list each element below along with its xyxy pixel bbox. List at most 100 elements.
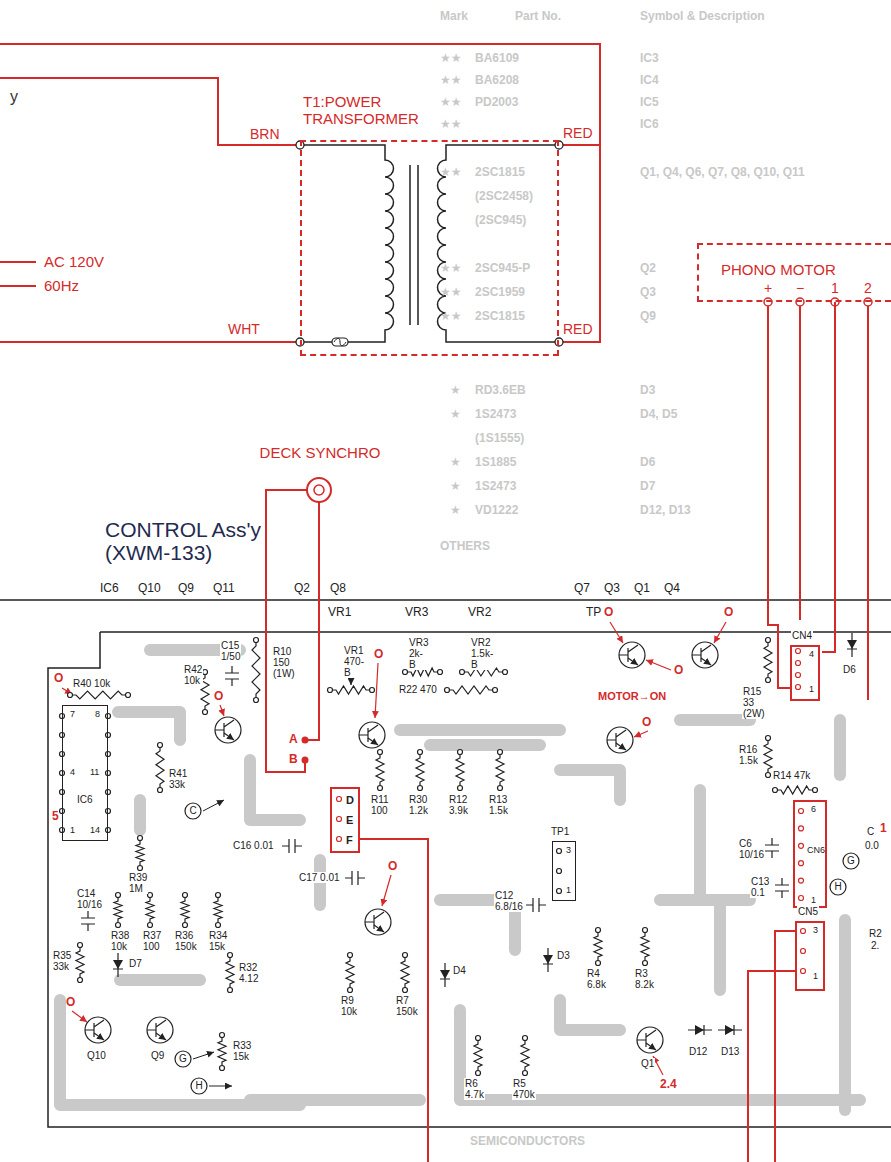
node-text: G xyxy=(174,1050,192,1068)
resistor-symbol xyxy=(156,745,164,790)
solder-pad xyxy=(68,693,73,698)
faded-parts-text: ★ xyxy=(450,408,461,421)
pcb-trace xyxy=(430,739,540,751)
faded-parts-text: ★ xyxy=(450,480,461,493)
motor-box: PHONO MOTOR xyxy=(697,243,891,302)
faded-parts-text: ★ xyxy=(450,384,461,397)
node-text: 1 xyxy=(809,685,814,695)
outline-circle xyxy=(843,853,859,869)
part-label: R22 470 xyxy=(398,684,438,695)
node-text: 1 xyxy=(813,972,818,982)
transistor-symbol xyxy=(607,727,633,753)
faded-parts-text: BA6109 xyxy=(475,52,519,65)
faded-parts-text: 1S1885 xyxy=(475,456,516,469)
part-label: R16 1.5k xyxy=(738,744,759,766)
part-label: BRN xyxy=(250,127,280,142)
node-text: G xyxy=(842,852,860,870)
node-text: T1:POWER TRANSFORMER xyxy=(303,94,419,127)
solder-pad xyxy=(348,988,353,993)
emitter-lead xyxy=(368,738,378,745)
part-label: 60Hz xyxy=(44,278,79,295)
node-text: 4 xyxy=(70,768,75,778)
faded-parts-text: D6 xyxy=(640,456,655,469)
node-text: 4 xyxy=(809,650,814,660)
solder-pad xyxy=(220,1066,225,1071)
solder-pad xyxy=(773,788,778,793)
jack-center xyxy=(314,485,324,495)
part-label: R40 10k xyxy=(72,678,111,689)
resistor-symbol xyxy=(346,955,354,990)
resistor-symbol xyxy=(521,1038,529,1073)
callout-number: A xyxy=(289,733,298,746)
test-circle: H xyxy=(190,1077,210,1097)
solder-pad xyxy=(106,733,111,738)
pcb-trace xyxy=(400,724,560,736)
connector-cn5: CN531 xyxy=(795,906,829,992)
node-text: CN6 xyxy=(807,846,825,856)
leader-line xyxy=(375,663,378,718)
node-frame xyxy=(795,921,825,991)
part-label: VR3 2k-B xyxy=(408,637,429,670)
part-label: 1 xyxy=(831,281,839,296)
solder-pad xyxy=(493,688,498,693)
part-label: C14 10/16 xyxy=(76,888,103,910)
faded-parts-text: ★★ xyxy=(440,118,462,131)
secondary-winding xyxy=(438,145,560,342)
faded-parts-text: ★★ xyxy=(440,96,462,109)
solder-pad xyxy=(78,978,83,983)
solder-pad xyxy=(766,638,771,643)
pcb-trace xyxy=(250,1094,420,1106)
pcb-trace xyxy=(680,714,750,726)
solder-pad xyxy=(643,928,648,933)
solder-pad xyxy=(228,988,233,993)
capacitor-symbol xyxy=(225,666,239,686)
callout-number: O xyxy=(214,690,223,703)
solder-pad xyxy=(254,698,259,703)
part-label: RED xyxy=(563,126,593,141)
part-label: Q1 xyxy=(640,1058,655,1069)
pcb-trace xyxy=(600,1094,860,1106)
part-label: Q2 xyxy=(294,582,310,595)
solder-pad xyxy=(216,893,221,898)
fuse-element xyxy=(334,338,346,346)
part-label: R13 1.5k xyxy=(488,794,509,816)
capacitor-symbol xyxy=(775,878,789,898)
faded-parts-text: (2SC945) xyxy=(475,214,526,227)
pcb-trace xyxy=(250,760,300,820)
red-wire xyxy=(308,502,319,740)
callout-number: 2.4 xyxy=(660,1078,677,1091)
part-label: Q7 xyxy=(574,582,590,595)
part-label: WHT xyxy=(228,322,260,337)
node-frame xyxy=(790,645,820,701)
part-label: R32 4.12 xyxy=(238,962,259,984)
callout-number: O xyxy=(642,716,651,729)
solder-pad xyxy=(799,878,804,883)
resistor-symbol xyxy=(401,955,409,990)
pcb-trace xyxy=(560,1000,620,1030)
node-text: 11 xyxy=(90,768,99,778)
diode-body xyxy=(440,970,450,979)
part-label: R11 100 xyxy=(370,794,390,816)
wire-pad xyxy=(302,757,309,764)
faded-parts-text: (1S1555) xyxy=(475,432,524,445)
part-label: Q11 xyxy=(213,582,235,595)
pcb-trace xyxy=(839,920,851,1110)
part-label: D13 xyxy=(720,1046,740,1057)
transistor-symbol xyxy=(85,1017,111,1043)
leader-line xyxy=(193,1052,214,1059)
solder-pad xyxy=(138,866,143,871)
faded-parts-text: IC4 xyxy=(640,74,659,87)
part-label: + xyxy=(764,281,772,296)
faded-parts-text: IC3 xyxy=(640,52,659,65)
resistor-symbol xyxy=(376,752,384,788)
wire-connector xyxy=(822,302,835,652)
faded-parts-text: D3 xyxy=(640,384,655,397)
node-text: 14 xyxy=(90,826,100,836)
part-label: R2 xyxy=(868,928,883,939)
red-wire xyxy=(867,306,869,700)
solder-pad xyxy=(801,969,806,974)
solder-pad xyxy=(557,849,562,854)
node-text: 7 xyxy=(70,710,75,720)
resistor-symbol xyxy=(447,686,495,694)
red-wire xyxy=(0,261,36,263)
